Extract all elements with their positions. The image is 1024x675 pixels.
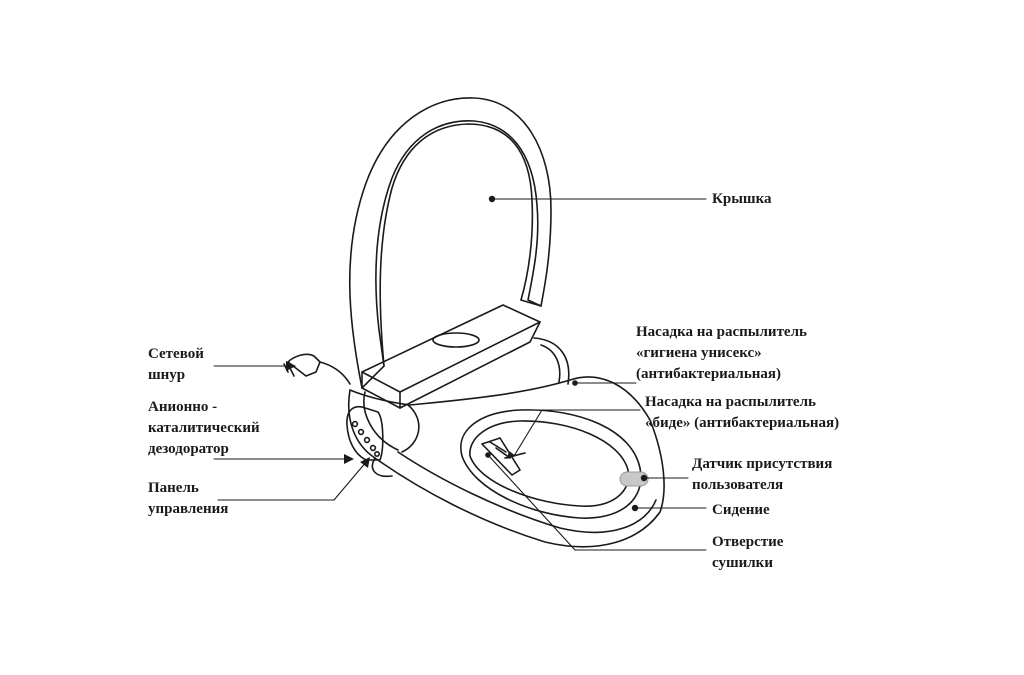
- label-control-panel: Панель управления: [148, 480, 229, 517]
- label-lid: Крышка: [712, 191, 772, 207]
- hinge-housing: [361, 304, 570, 409]
- seat-drawing: [347, 376, 665, 548]
- leader-lines: [213, 198, 707, 551]
- label-presence-sensor: Датчик присутствия пользователя: [692, 456, 833, 493]
- presence-sensor-drawing: [619, 471, 649, 487]
- label-dryer-outlet: Отверстие сушилки: [712, 534, 784, 571]
- label-unisex-nozzle: Насадка на распылитель «гигиена унисекс»…: [636, 324, 807, 382]
- label-power-cord: Сетевой шнур: [148, 346, 204, 383]
- label-bidet-nozzle: Насадка на распылитель «биде» (антибакте…: [645, 394, 840, 431]
- label-seat: Сидение: [712, 502, 770, 518]
- leader-endpoints: [286, 195, 648, 512]
- power-cord-drawing: [283, 353, 351, 385]
- lid-drawing: [348, 97, 552, 389]
- control-panel-drawing: [346, 405, 384, 461]
- label-deodorizer: Анионно - каталитический дезодоратор: [148, 399, 260, 457]
